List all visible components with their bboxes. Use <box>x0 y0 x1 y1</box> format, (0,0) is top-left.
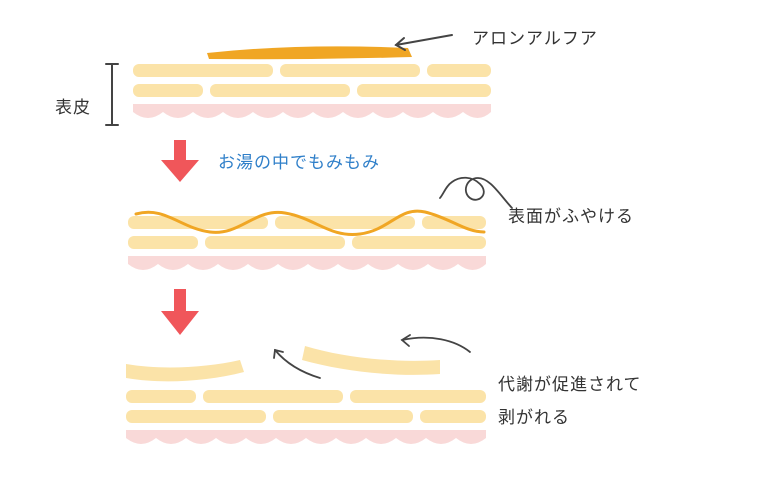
epidermis-label: 表皮 <box>55 98 91 118</box>
adhesive-layer <box>207 46 412 60</box>
swelling-wave <box>134 209 486 237</box>
peel-label-line1: 代謝が促進されて <box>498 375 642 395</box>
skin-layer-swelling <box>128 216 486 270</box>
product-label: アロンアルフア <box>472 29 598 49</box>
skin-layer-peeling <box>126 390 486 444</box>
curl-icon <box>439 176 513 209</box>
swelling-label: 表面がふやける <box>508 207 634 227</box>
peeling-flakes <box>126 346 440 382</box>
bracket-icon <box>105 63 119 126</box>
down-arrow-icon <box>161 140 199 182</box>
skin-layer-top <box>133 64 491 118</box>
peel-arrow-icon <box>273 348 321 379</box>
step1-label: お湯の中でもみもみ <box>218 153 380 173</box>
down-arrow-icon <box>161 289 199 335</box>
peel-label-line2: 剥がれる <box>498 408 570 428</box>
pointer-arrow-icon <box>394 34 453 51</box>
peel-arrow-icon <box>400 334 471 353</box>
